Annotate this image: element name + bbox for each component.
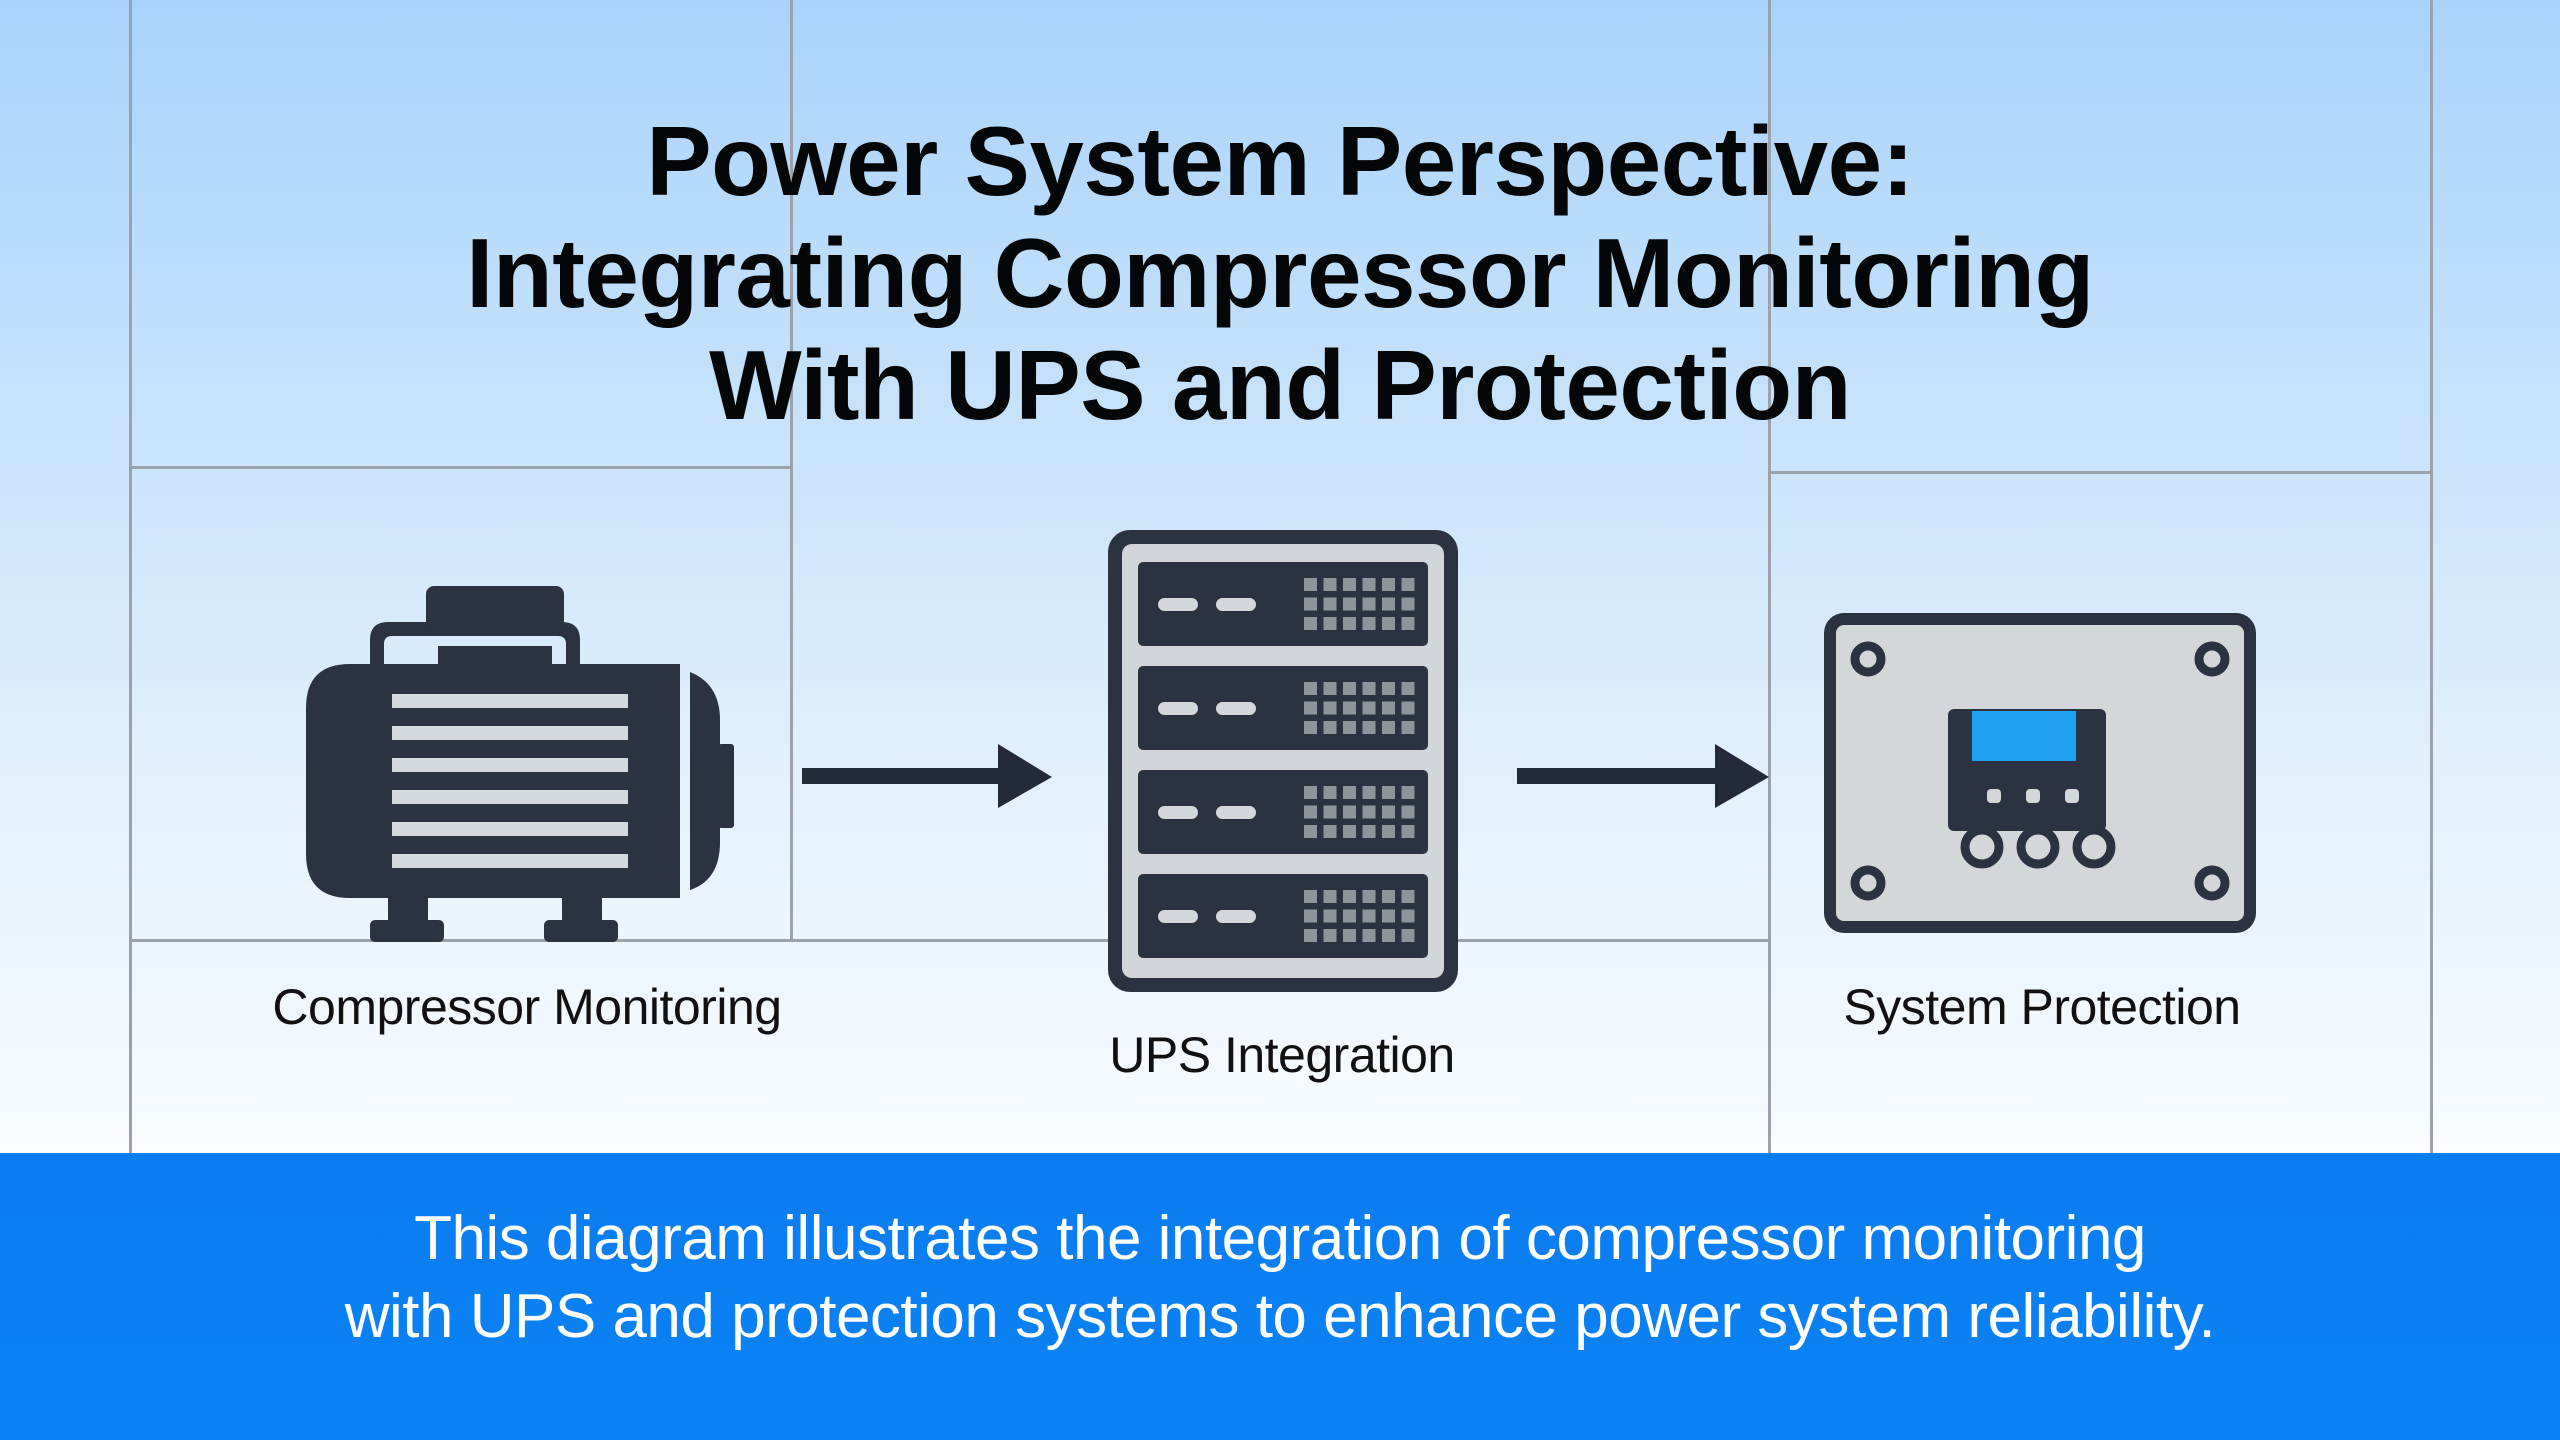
node-label-compressor: Compressor Monitoring bbox=[272, 979, 782, 1035]
caption-text: This diagram illustrates the integration… bbox=[0, 1200, 2560, 1356]
grid-line bbox=[790, 0, 793, 940]
rack-unit bbox=[1138, 562, 1428, 646]
rack-unit bbox=[1138, 770, 1428, 854]
rack-unit bbox=[1138, 666, 1428, 750]
grid-line bbox=[129, 939, 1771, 942]
arrow-right-icon bbox=[1517, 744, 1769, 808]
node-label-ups: UPS Integration bbox=[1109, 1027, 1455, 1083]
caption-band bbox=[0, 1153, 2560, 1440]
arrow-right-icon bbox=[802, 744, 1052, 808]
compressor-icon bbox=[306, 586, 734, 942]
node-label-protection: System Protection bbox=[1843, 979, 2241, 1035]
title-line: With UPS and Protection bbox=[709, 330, 1851, 440]
grid-line bbox=[1768, 471, 2433, 474]
grid-line bbox=[129, 466, 793, 469]
title-line: Integrating Compressor Monitoring bbox=[466, 218, 2094, 328]
title-line: Power System Perspective: bbox=[646, 106, 1914, 216]
grid-line bbox=[129, 0, 132, 1153]
caption-line: This diagram illustrates the integration… bbox=[414, 1204, 2146, 1273]
grid-line bbox=[2430, 0, 2433, 1153]
caption-line: with UPS and protection systems to enhan… bbox=[344, 1282, 2216, 1351]
rack-unit bbox=[1138, 874, 1428, 958]
page-title: Power System Perspective: Integrating Co… bbox=[0, 105, 2560, 441]
grid-line bbox=[1768, 0, 1771, 1153]
protection-panel-icon bbox=[1824, 613, 2256, 933]
ups-server-rack-icon bbox=[1108, 530, 1458, 992]
